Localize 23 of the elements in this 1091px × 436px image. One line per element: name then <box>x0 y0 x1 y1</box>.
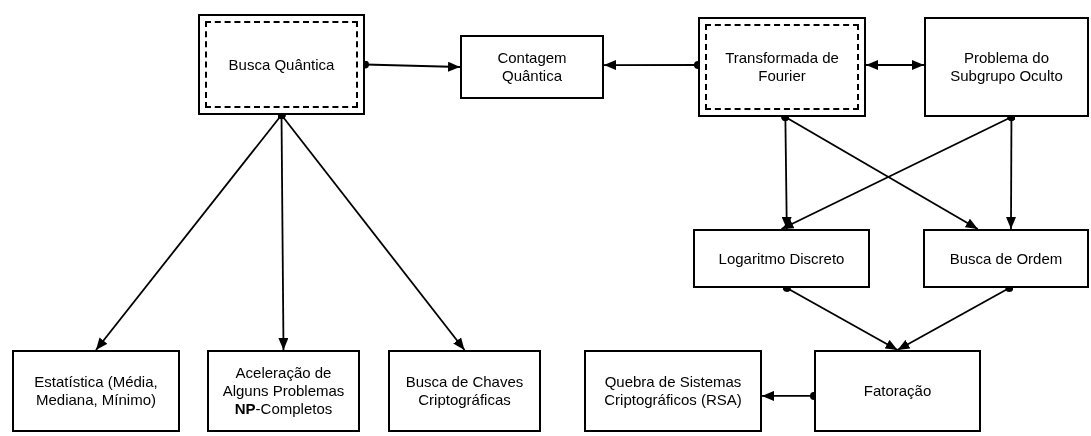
box-label: Busca de Chaves Criptográficas <box>404 373 525 409</box>
box-label: Busca Quântica <box>227 55 336 74</box>
process-box <box>460 35 604 99</box>
process-box <box>924 17 1089 117</box>
process-box <box>207 350 360 432</box>
process-box <box>693 229 870 288</box>
arrow <box>865 60 925 70</box>
process-box <box>12 350 180 432</box>
box-label: Fatoração <box>862 382 933 400</box>
box-label: Busca de Ordem <box>948 249 1064 268</box>
process-box <box>923 229 1089 288</box>
box-label: Transformada de Fourier <box>724 49 840 85</box>
box-label: Problema do Subgrupo Oculto <box>949 49 1064 85</box>
process-box <box>814 350 981 432</box>
process-box <box>698 17 866 117</box>
process-box <box>584 350 762 432</box>
box-label: Quebra de Sistemas Criptográficos (RSA) <box>603 373 743 409</box>
box-label: Logaritmo Discreto <box>717 249 846 268</box>
box-label: Aceleração de Alguns Problemas NP-Completos <box>221 364 346 418</box>
process-box <box>198 14 365 115</box>
box-label: Contagem Quântica <box>496 49 568 85</box>
box-label: Estatística (Média, Mediana, Mínimo) <box>33 373 159 409</box>
process-box <box>388 350 541 432</box>
